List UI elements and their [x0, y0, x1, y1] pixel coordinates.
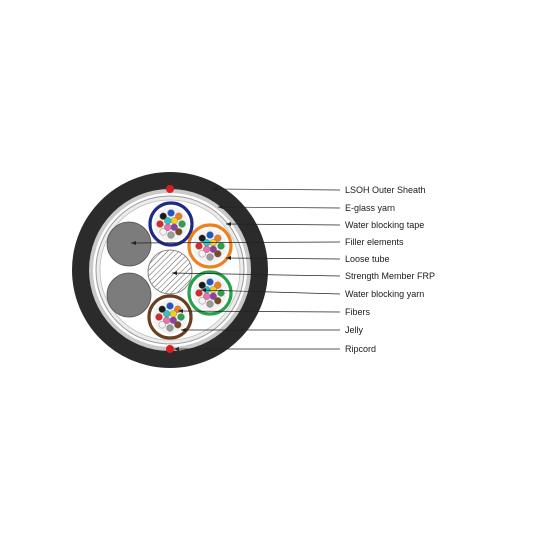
fiber: [163, 310, 171, 318]
fiber: [198, 250, 206, 258]
callout-wb-tape: Water blocking tape: [225, 220, 424, 230]
callout-fibers: Fibers: [177, 307, 371, 317]
fiber: [159, 228, 167, 236]
ripcord-bottom: [166, 345, 174, 353]
strength-member-frp: [147, 249, 193, 295]
arrowhead: [226, 256, 231, 260]
loose-tube-blue: [148, 201, 194, 247]
fiber: [159, 212, 167, 220]
fiber: [158, 305, 166, 313]
fiber: [206, 300, 214, 308]
filler-element-bottom: [106, 272, 152, 318]
fiber: [198, 281, 206, 289]
fiber: [195, 242, 203, 250]
fiber: [206, 253, 214, 261]
fiber: [167, 231, 175, 239]
fiber: [158, 321, 166, 329]
arrowhead: [181, 328, 186, 332]
loose-tube-brown: [147, 294, 193, 340]
arrowhead: [131, 241, 136, 245]
ripcord-top: [166, 185, 174, 193]
label-filler: Filler elements: [345, 237, 404, 247]
fiber: [203, 245, 211, 253]
fiber: [214, 234, 222, 242]
fiber: [167, 209, 175, 217]
fiber: [155, 313, 163, 321]
callout-wb-yarn: Water blocking yarn: [200, 288, 424, 299]
fiber: [164, 217, 172, 225]
fiber: [217, 289, 225, 297]
fiber: [169, 316, 177, 324]
filler-element-top: [106, 221, 152, 267]
leader-line: [211, 188, 341, 191]
callout-eglass-yarn: E-glass yarn: [217, 203, 395, 213]
leader-line: [130, 241, 341, 244]
fiber: [177, 313, 185, 321]
fiber: [198, 234, 206, 242]
label-eglass-yarn: E-glass yarn: [345, 203, 395, 213]
fiber: [166, 324, 174, 332]
fiber: [170, 217, 178, 225]
fiber: [209, 286, 217, 294]
arrowhead: [218, 205, 223, 209]
label-fibers: Fibers: [345, 307, 371, 317]
fiber: [163, 316, 171, 324]
fiber: [209, 245, 217, 253]
label-wb-yarn: Water blocking yarn: [345, 289, 424, 299]
loose-tubes: [147, 201, 233, 340]
leader-line: [200, 289, 341, 295]
callout-frp: Strength Member FRP: [171, 271, 435, 281]
callout-filler: Filler elements: [130, 237, 404, 247]
fiber: [175, 212, 183, 220]
fiber: [198, 297, 206, 305]
callout-outer-sheath: LSOH Outer Sheath: [211, 185, 426, 195]
fiber: [178, 220, 186, 228]
fiber: [203, 292, 211, 300]
callout-ripcord: Ripcord: [174, 344, 376, 354]
fiber: [169, 310, 177, 318]
loose-tube-orange: [187, 223, 233, 269]
loose-tube-green: [187, 270, 233, 316]
label-loose-tube: Loose tube: [345, 254, 390, 264]
leader-line: [217, 206, 341, 209]
fiber: [174, 321, 182, 329]
fiber: [209, 292, 217, 300]
fiber: [214, 281, 222, 289]
label-frp: Strength Member FRP: [345, 271, 435, 281]
fiber: [214, 250, 222, 258]
label-outer-sheath: LSOH Outer Sheath: [345, 185, 426, 195]
arrowhead: [226, 222, 231, 226]
label-jelly: Jelly: [345, 325, 364, 335]
arrowhead: [178, 309, 183, 313]
callout-loose-tube: Loose tube: [225, 254, 390, 264]
arrowhead: [212, 187, 217, 191]
fiber: [206, 278, 214, 286]
arrowhead: [172, 271, 177, 276]
fiber: [214, 297, 222, 305]
callout-jelly: Jelly: [181, 325, 364, 335]
fiber: [175, 228, 183, 236]
fiber: [164, 223, 172, 231]
fiber: [166, 302, 174, 310]
arrowhead: [201, 288, 207, 293]
fiber: [217, 242, 225, 250]
label-ripcord: Ripcord: [345, 344, 376, 354]
fiber: [206, 231, 214, 239]
label-wb-tape: Water blocking tape: [345, 220, 424, 230]
leader-line: [225, 223, 341, 226]
fiber: [156, 220, 164, 228]
fiber: [195, 289, 203, 297]
fiber: [170, 223, 178, 231]
leader-line: [171, 272, 341, 277]
leader-line: [177, 310, 341, 313]
leader-line: [225, 257, 341, 260]
arrowhead: [174, 347, 179, 351]
